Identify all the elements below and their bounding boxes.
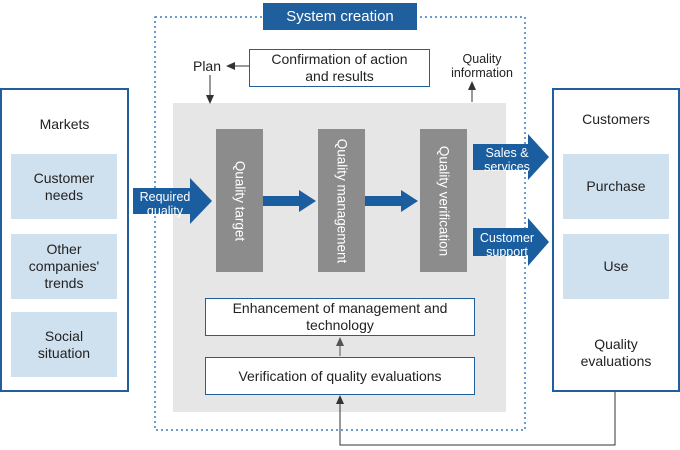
market-item-social-situation: Social situation	[11, 312, 117, 377]
quality-information-label: Quality information	[451, 52, 513, 80]
quality-evaluations-label: Quality evaluations	[580, 336, 652, 369]
customer-support-arrow	[473, 218, 549, 266]
sales-services-label: Sales & services	[484, 146, 530, 174]
customer-item-use: Use	[563, 234, 669, 299]
markets-title: Markets	[39, 116, 90, 132]
customer-support-label: Customer support	[479, 231, 535, 259]
sales-services-arrow	[473, 134, 549, 180]
required-quality-arrow	[133, 178, 212, 224]
plan-down-arrowhead	[206, 95, 214, 104]
process-arrow-2-head	[401, 190, 418, 212]
process-arrow-2-shaft	[365, 196, 403, 206]
plan-label: Plan	[192, 58, 222, 74]
quality-target-column: Quality target	[216, 129, 263, 272]
system-title: System creation	[263, 3, 417, 30]
quality-info-arrowhead	[468, 81, 476, 90]
required-quality-label: Required quality	[139, 190, 191, 218]
confirmation-box: Confirmation of action and results	[249, 49, 430, 87]
process-arrow-1-head	[299, 190, 316, 212]
quality-verification-label: Quality verification	[436, 145, 451, 256]
feedback-loop-arrowhead	[336, 395, 344, 404]
quality-management-column: Quality management	[318, 129, 365, 272]
quality-verification-column: Quality verification	[420, 129, 467, 272]
plan-arrowhead	[226, 62, 235, 70]
process-arrow-1-shaft	[263, 196, 301, 206]
market-item-other-companies-trends: Other companies' trends	[11, 234, 117, 299]
quality-target-label: Quality target	[232, 160, 247, 241]
customer-item-purchase: Purchase	[563, 154, 669, 219]
verification-box: Verification of quality evaluations	[205, 357, 475, 395]
enhance-arrowhead	[336, 337, 344, 346]
enhancement-box: Enhancement of management and technology	[205, 298, 475, 336]
customers-title: Customers	[582, 111, 650, 127]
quality-management-label: Quality management	[334, 138, 349, 263]
market-item-customer-needs: Customer needs	[11, 154, 117, 219]
